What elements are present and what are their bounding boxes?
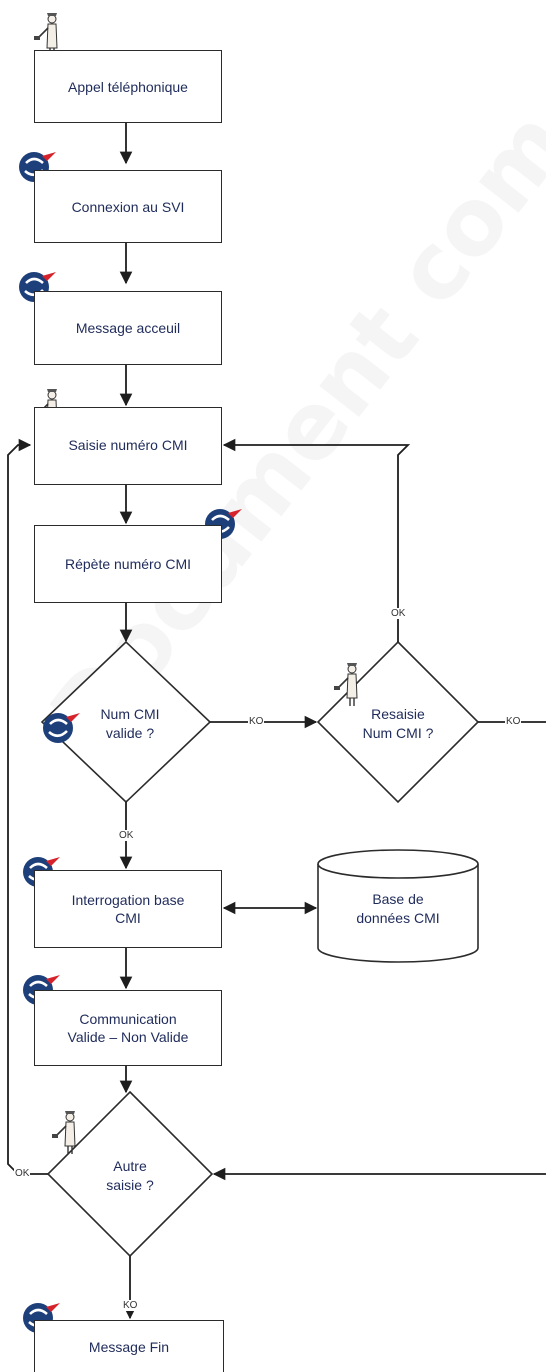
node-message-accueil: Message acceuil (34, 291, 222, 365)
edge-label-ko-valide: KO (248, 716, 265, 727)
decision-resaisie-line2: Num CMI ? (362, 725, 434, 741)
person-icon (51, 1110, 76, 1155)
node-interrogation-line1: Interrogation base (71, 892, 185, 908)
database-label-line1: Base de (372, 891, 424, 907)
database-label-line2: données CMI (356, 910, 440, 926)
decision-num-valide-label: Num CMI valide ? (70, 705, 190, 743)
node-message-fin: Message Fin (34, 1320, 224, 1372)
node-connexion-svi: Connexion au SVI (34, 170, 222, 243)
node-communication: Communication Valide – Non Valide (34, 990, 222, 1066)
node-communication-line2: Valide – Non Valide (67, 1029, 189, 1045)
database-label: Base de données CMI (318, 890, 478, 928)
edge-label-ko-resaisie: KO (505, 716, 522, 727)
node-communication-line1: Communication (79, 1011, 177, 1027)
node-appel-telephonique: Appel téléphonique (34, 50, 222, 123)
node-interrogation-base: Interrogation base CMI (34, 870, 222, 948)
decision-num-valide-line2: valide ? (105, 725, 155, 741)
decision-resaisie-label: Resaisie Num CMI ? (338, 705, 458, 743)
decision-num-valide-line1: Num CMI (100, 706, 160, 722)
decision-resaisie-line1: Resaisie (371, 706, 425, 722)
node-repete-numero: Répète numéro CMI (34, 525, 222, 603)
diamond-resaisie (316, 640, 480, 804)
edge-label-ok-valide: OK (118, 830, 135, 841)
edge-resaisie-saisie (222, 438, 411, 642)
edge-label-ok-resaisie: OK (390, 608, 407, 619)
decision-autre-saisie-label: Autre saisie ? (74, 1157, 186, 1195)
decision-autre-line1: Autre (113, 1158, 147, 1174)
database-cylinder (317, 849, 479, 963)
decision-autre-line2: saisie ? (106, 1177, 154, 1193)
node-interrogation-line2: CMI (115, 910, 141, 926)
node-saisie-numero: Saisie numéro CMI (34, 407, 222, 485)
edge-label-ok-autre: OK (14, 1168, 31, 1179)
edge-label-ko-autre: KO (122, 1300, 139, 1311)
